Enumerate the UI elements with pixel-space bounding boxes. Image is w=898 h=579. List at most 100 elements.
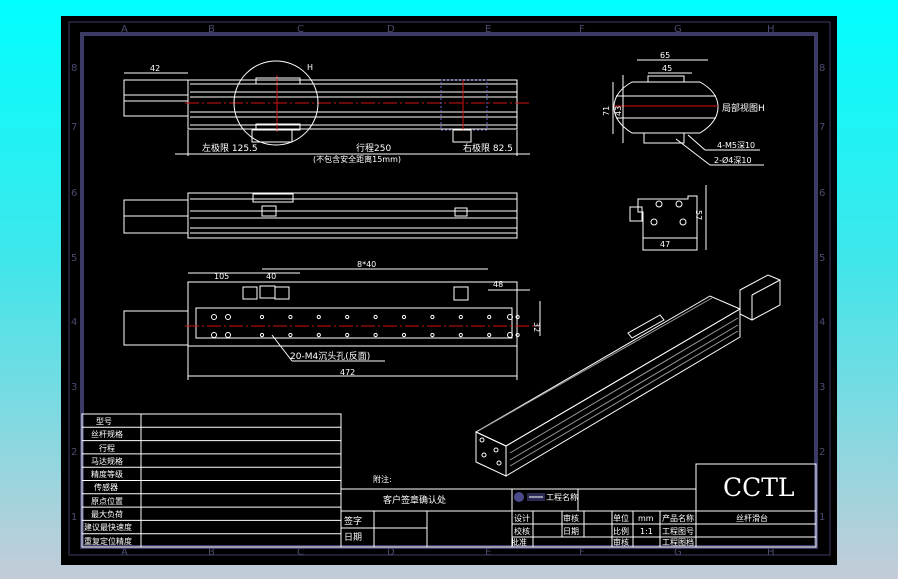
end-hole	[507, 314, 513, 320]
spec-label: 重复定位精度	[84, 536, 132, 546]
spec-label: 原点位置	[91, 496, 123, 506]
remark-label: 附注:	[373, 474, 392, 484]
sign-label: 签字	[344, 515, 362, 527]
end-view[interactable]: 47 57	[629, 185, 707, 251]
col-label: D	[387, 547, 395, 558]
isometric-view[interactable]	[474, 274, 781, 477]
row-label: 1	[71, 512, 77, 523]
dim-65: 65	[660, 51, 670, 60]
dim-pitch: 8*40	[357, 260, 376, 269]
row-label: 5	[71, 253, 77, 264]
date-label: 日期	[344, 532, 362, 543]
spec-label: 传感器	[94, 482, 118, 492]
col-label: G	[674, 24, 682, 35]
mounting-hole	[316, 332, 321, 338]
dim-57: 57	[694, 210, 703, 220]
dim-40: 40	[266, 272, 276, 281]
product-name-value: 丝杆滑台	[736, 513, 768, 523]
dim-48: 48	[493, 280, 503, 289]
mounting-hole	[487, 332, 492, 338]
col-label: C	[297, 547, 304, 558]
mounting-hole	[430, 314, 435, 320]
end-hole	[225, 314, 231, 320]
row-label: 2	[71, 447, 77, 458]
date-label: 日期	[563, 527, 579, 536]
mounting-holes	[211, 314, 520, 338]
dim-overall-length: 472	[340, 368, 355, 377]
col-label: B	[208, 547, 215, 558]
end-hole	[507, 332, 513, 338]
drawing-sheet: A B C D E F G H A B C D E F G H 8 7 6 5 …	[68, 21, 831, 558]
row-label: 3	[71, 382, 77, 393]
mounting-hole	[373, 332, 378, 338]
scale-value: 1:1	[640, 527, 653, 536]
product-name-label: 产品名称	[662, 513, 694, 523]
row-label: 1	[819, 512, 825, 523]
spec-label: 型号	[96, 417, 112, 426]
end-hole	[211, 332, 217, 338]
mounting-hole	[515, 332, 520, 338]
col-label: G	[674, 547, 682, 558]
detail-view-h[interactable]: 65 45 71 43 局部视图H 4-M5深10 2-Ø4深10	[602, 51, 765, 166]
mounting-hole	[373, 314, 378, 320]
mounting-hole	[401, 332, 407, 338]
col-label: B	[208, 24, 215, 35]
mounting-hole	[259, 332, 265, 338]
dim-47: 47	[660, 240, 670, 249]
dim-stroke: 行程250	[356, 142, 391, 154]
row-labels-right: 8 7 6 5 4 3 2 1	[819, 63, 825, 523]
mounting-hole	[458, 314, 463, 320]
col-label: E	[485, 24, 491, 35]
detail-view-title: 局部视图H	[722, 102, 765, 114]
row-label: 6	[819, 188, 825, 199]
row-label: 6	[71, 188, 77, 199]
col-label: H	[767, 24, 775, 35]
bottom-view[interactable]: 105 40 8*40 48 32 20-M4沉头孔(反面) 472	[123, 260, 541, 380]
dim-32: 32	[532, 322, 541, 332]
company-logo-icon	[514, 492, 524, 502]
design-label: 设计	[514, 513, 530, 523]
spec-label: 建议最快速度	[84, 522, 132, 532]
column-labels-bottom: A B C D E F G H	[121, 547, 775, 558]
spec-table: 型号 丝杆规格 行程 马达规格 精度等级 传感器 原点位置 最大负荷 建议最快速…	[81, 413, 342, 548]
col-label: A	[121, 547, 128, 558]
row-label: 7	[71, 122, 77, 133]
dim-left-limit: 左极限 125.5	[202, 142, 258, 154]
col-label: F	[579, 547, 585, 558]
mounting-hole	[288, 314, 293, 320]
mounting-hole	[430, 332, 435, 338]
customer-block-title: 客户签章确认处	[383, 494, 446, 506]
unit-label: 单位	[613, 513, 629, 523]
dim-45: 45	[662, 64, 672, 73]
drawing-number-label: 工程图号	[662, 527, 694, 536]
mounting-hole	[259, 314, 265, 320]
row-label: 7	[819, 122, 825, 133]
dim-motor: 42	[150, 64, 160, 73]
mounting-hole	[288, 332, 293, 338]
unit-value: mm	[638, 514, 654, 523]
row-labels-left: 8 7 6 5 4 3 2 1	[71, 63, 77, 523]
cad-drawing-canvas[interactable]: A B C D E F G H A B C D E F G H 8 7 6 5 …	[61, 16, 837, 565]
customer-confirmation: 客户签章确认处 签字 日期	[340, 488, 513, 548]
end-hole	[211, 314, 217, 320]
mounting-hole	[487, 314, 492, 320]
end-hole	[225, 332, 231, 338]
dim-43: 43	[614, 106, 623, 116]
detail-marker: H	[307, 63, 313, 72]
mounting-hole	[345, 332, 350, 338]
spec-label: 行程	[99, 443, 115, 453]
drawing-file-label: 工程图档	[662, 537, 694, 547]
spec-label: 精度等级	[91, 469, 123, 479]
col-label: C	[297, 24, 304, 35]
mounting-hole	[401, 314, 407, 320]
side-view[interactable]	[123, 192, 518, 239]
row-label: 2	[819, 447, 825, 458]
top-view[interactable]: 42 H 左极限 125.5 行程250 (不包含安全距离15mm) 右极限 8…	[123, 60, 530, 164]
approve-label: 批准	[511, 537, 527, 547]
inner-frame	[80, 32, 818, 549]
mounting-hole	[316, 314, 321, 320]
note-threaded-holes: 4-M5深10	[717, 141, 755, 150]
dim-stroke-note: (不包含安全距离15mm)	[313, 154, 401, 164]
mounting-hole	[458, 332, 463, 338]
spec-label: 马达规格	[91, 456, 123, 466]
